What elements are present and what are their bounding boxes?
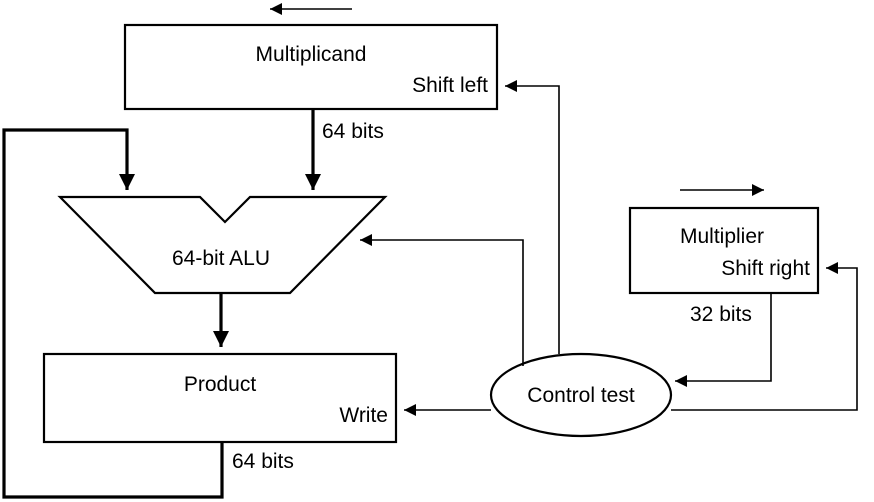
alu-label: 64-bit ALU [172, 247, 270, 270]
multiplicand-label: Multiplicand [256, 43, 367, 66]
multiplier-width-label: 32 bits [690, 303, 752, 326]
control-to-multiplier-line [671, 262, 858, 411]
multiplicand-register [123, 23, 499, 111]
multiplier-register [628, 206, 820, 295]
multiplicand-action-label: Shift left [412, 74, 488, 97]
alu-shape [57, 195, 388, 295]
product-feedback-bus [2, 128, 224, 499]
product-register [42, 352, 398, 444]
multiplier-label: Multiplier [680, 225, 764, 248]
control-test-unit [489, 352, 673, 438]
product-label: Product [184, 373, 257, 396]
product-feedback-width-label: 64 bits [232, 450, 294, 473]
control-to-multiplicand-line [505, 80, 560, 354]
control-test-label: Control test [527, 384, 635, 407]
multiplicand-width-label: 64 bits [322, 120, 384, 143]
multiplier-action-label: Shift right [721, 257, 810, 280]
control-to-alu-line [360, 234, 524, 366]
product-action-label: Write [339, 404, 388, 427]
multiplier-to-control-line [675, 293, 772, 387]
